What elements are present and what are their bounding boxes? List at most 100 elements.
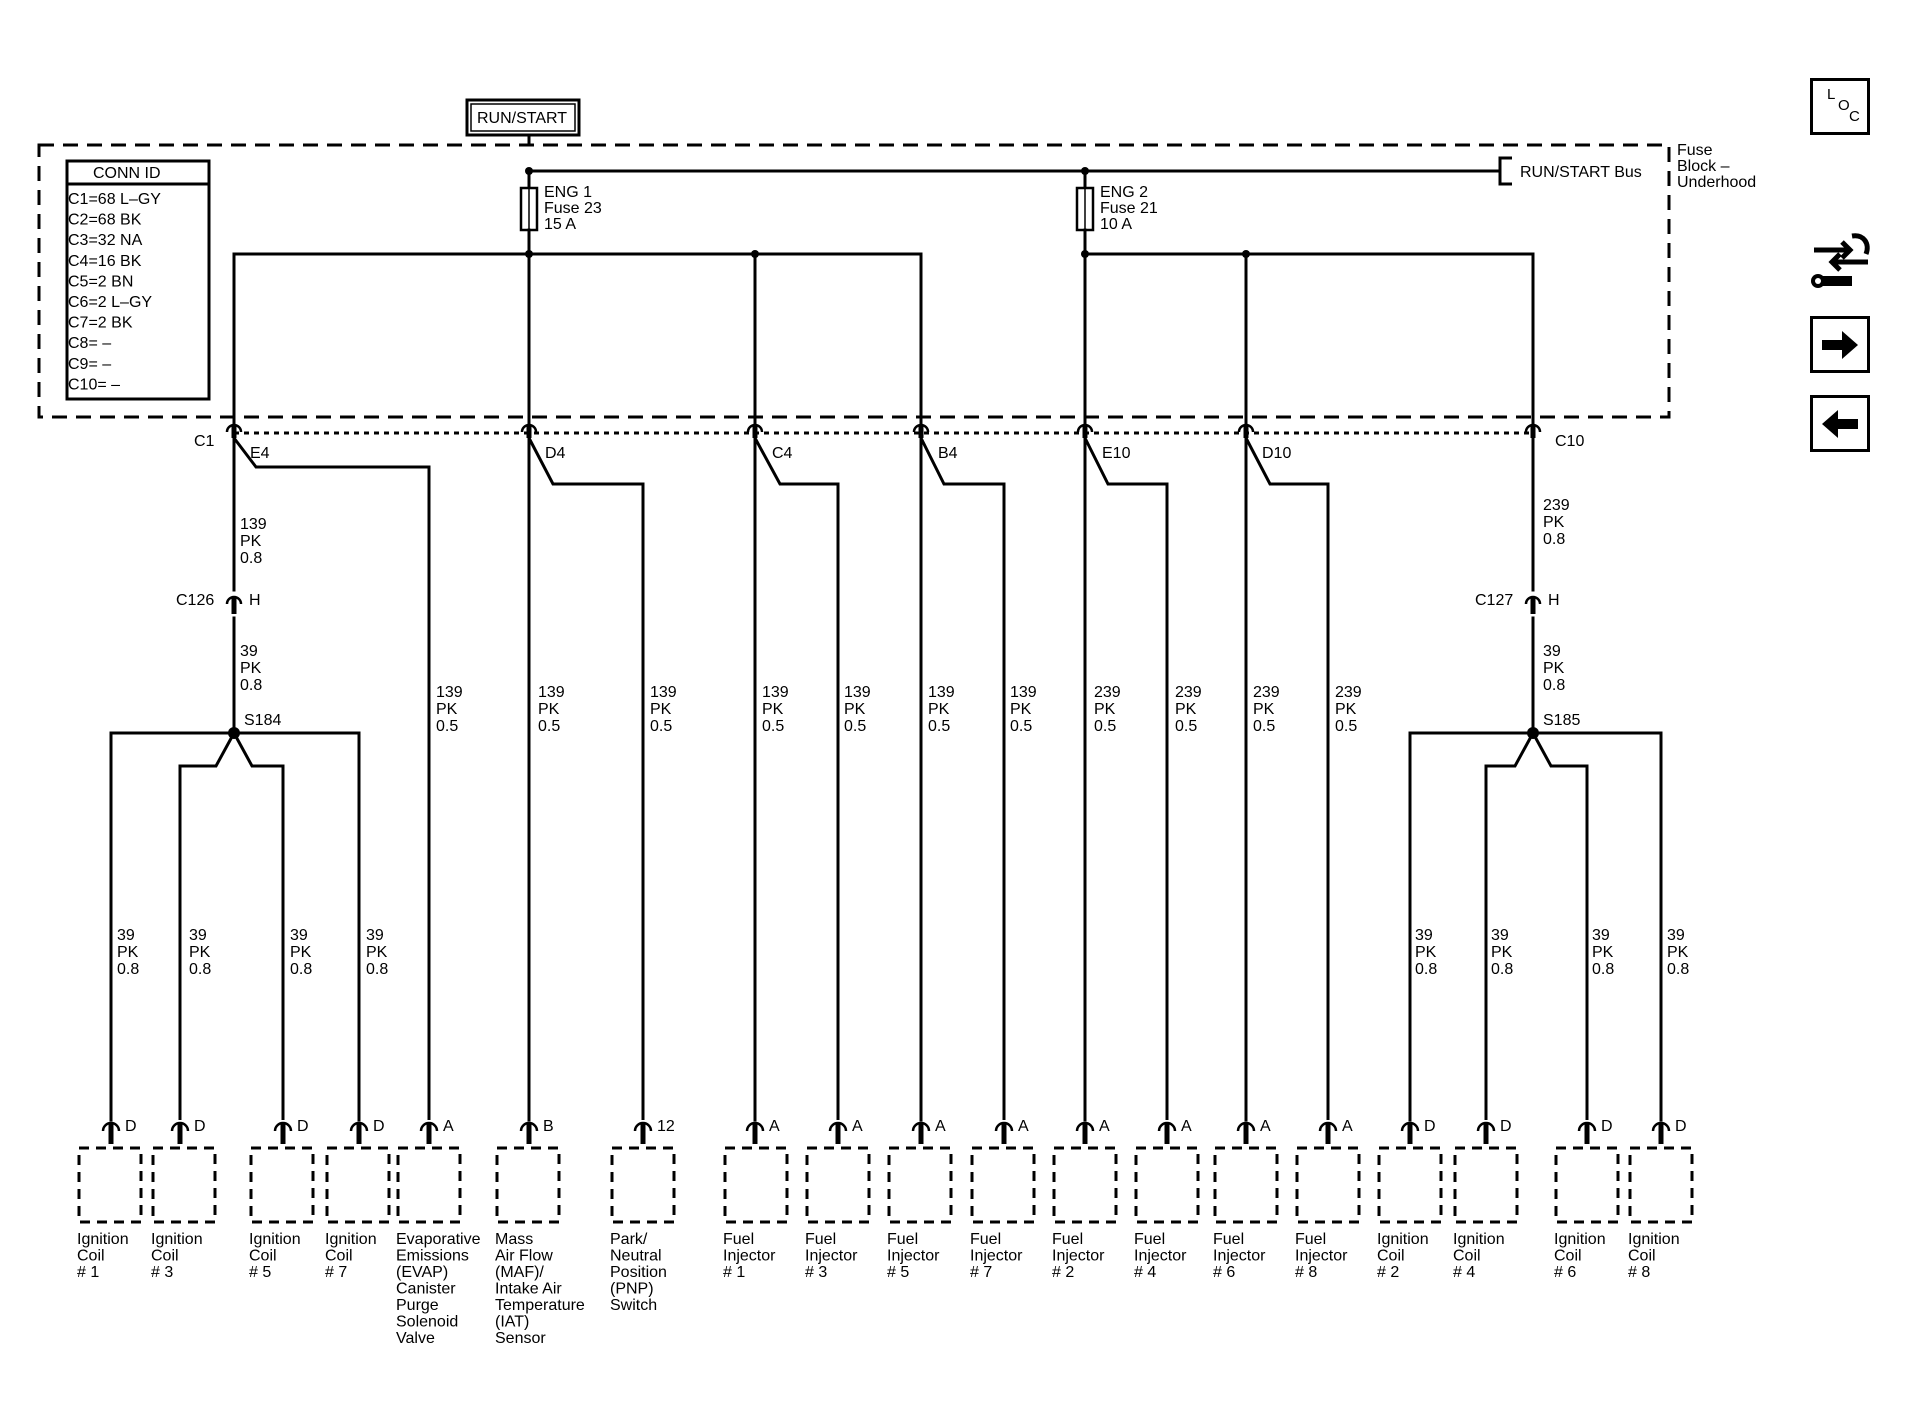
component-label: Valve: [396, 1330, 435, 1347]
component-box: [610, 1146, 676, 1224]
coil-wire: [178, 732, 236, 1120]
coil-wire: [1531, 732, 1589, 1120]
component-label: # 6: [1213, 1264, 1235, 1281]
coil-wire: [1484, 732, 1535, 1120]
conn-id-row: C2=68 BK: [68, 212, 142, 229]
component-label: Fuel: [723, 1231, 754, 1248]
component-label: # 5: [249, 1264, 271, 1281]
component-pin-label: A: [1342, 1118, 1353, 1135]
inline-connector-label: C126: [176, 592, 214, 609]
splice-label: S185: [1543, 712, 1580, 729]
component-label: Purge: [396, 1297, 439, 1314]
wire-gauge-label: PK: [650, 701, 672, 718]
connector-c10-label: C10: [1555, 433, 1584, 450]
wire-gauge-label: 0.5: [1175, 718, 1197, 735]
component-label: Ignition: [1628, 1231, 1680, 1248]
component-pin-label: A: [1181, 1118, 1192, 1135]
connector-c1-cavity-pin: [752, 425, 758, 438]
conn-id-row: C8= –: [68, 335, 111, 352]
wire-gauge-label: 39: [117, 927, 135, 944]
run-start-bus-label: RUN/START Bus: [1520, 164, 1642, 181]
wire-gauge-label: PK: [1543, 660, 1565, 677]
component-label: # 4: [1453, 1264, 1475, 1281]
wrench-arrows-icon: [1811, 233, 1870, 288]
loc-letter-c: C: [1849, 108, 1860, 125]
fuse-label: ENG 1: [544, 184, 592, 201]
component-pin-label: D: [297, 1118, 309, 1135]
component-label: (MAF)/: [495, 1264, 544, 1281]
wire-gauge-label: 0.8: [117, 961, 139, 978]
component-connector-pin: [526, 1122, 532, 1144]
wire-gauge-label: 139: [240, 516, 267, 533]
wire-gauge-label: PK: [1175, 701, 1197, 718]
wire-gauge-label: 0.5: [844, 718, 866, 735]
component-label: Ignition: [249, 1231, 301, 1248]
wire-gauge-label: PK: [1094, 701, 1116, 718]
connector-c1-cavity-pin: [231, 425, 237, 438]
component-label: Fuel: [805, 1231, 836, 1248]
component-connector-pin: [1325, 1122, 1331, 1144]
component-label: Emissions: [396, 1248, 469, 1265]
component-label: Park/: [610, 1231, 648, 1248]
conn-id-row: C10= –: [68, 376, 120, 393]
component-label: Evaporative: [396, 1231, 481, 1248]
location-button[interactable]: L O C: [1810, 78, 1870, 135]
component-label: Ignition: [77, 1231, 129, 1248]
next-button[interactable]: [1810, 316, 1870, 373]
component-box: [1052, 1146, 1118, 1224]
component-label: Fuel: [970, 1231, 1001, 1248]
component-label: (IAT): [495, 1314, 529, 1331]
conn-id-row: C7=2 BK: [68, 315, 133, 332]
component-box: [325, 1146, 391, 1224]
component-connector-pin: [1082, 1122, 1088, 1144]
component-label: Fuel: [1213, 1231, 1244, 1248]
component-label: Injector: [1134, 1248, 1187, 1265]
component-label: Coil: [249, 1248, 277, 1265]
wire-gauge-label: PK: [1335, 701, 1357, 718]
component-label: Injector: [1213, 1248, 1266, 1265]
component-label: # 7: [970, 1264, 992, 1281]
component-connector-pin: [835, 1122, 841, 1144]
wire-gauge-label: 39: [1543, 643, 1561, 660]
component-connector-pin: [356, 1122, 362, 1144]
component-box: [249, 1146, 315, 1224]
previous-button[interactable]: [1810, 395, 1870, 452]
wire-gauge-label: 39: [189, 927, 207, 944]
component-label: Fuel: [887, 1231, 918, 1248]
component-label: Temperature: [495, 1297, 585, 1314]
wire-gauge-label: 0.5: [1335, 718, 1357, 735]
wire-gauge-label: PK: [538, 701, 560, 718]
wire-gauge-label: 139: [538, 684, 565, 701]
component-label: Intake Air: [495, 1281, 562, 1298]
wire-gauge-label: 0.5: [1253, 718, 1275, 735]
service-button[interactable]: [1808, 228, 1874, 298]
connector-c1-cavity-pin: [1082, 425, 1088, 438]
component-label: # 5: [887, 1264, 909, 1281]
component-label: # 3: [151, 1264, 173, 1281]
component-connector-pin: [108, 1122, 114, 1144]
fuse-label: Fuse 21: [1100, 200, 1158, 217]
wire-gauge-label: 39: [1592, 927, 1610, 944]
component-label: Switch: [610, 1297, 657, 1314]
component-label: Air Flow: [495, 1248, 553, 1265]
component-label: # 1: [77, 1264, 99, 1281]
component-pin-label: D: [125, 1118, 137, 1135]
wire-gauge-label: 39: [1491, 927, 1509, 944]
arrow-left-icon: [1822, 409, 1858, 438]
wire-gauge-label: PK: [1667, 944, 1689, 961]
inline-connector-symbol: [225, 595, 243, 605]
wire-gauge-label: PK: [928, 701, 950, 718]
component-box: [1213, 1146, 1279, 1224]
wire-gauge-label: PK: [117, 944, 139, 961]
component-box: [1295, 1146, 1361, 1224]
wire-injector-8: [1244, 437, 1330, 1120]
run-start-label: RUN/START: [477, 110, 567, 127]
wire-gauge-label: 239: [1094, 684, 1121, 701]
wire-gauge-label: PK: [366, 944, 388, 961]
fuse-label: Fuse 23: [544, 200, 602, 217]
component-label: Coil: [1377, 1248, 1405, 1265]
run-start-box: [465, 98, 581, 137]
connector-c1-cavity-pin: [526, 425, 532, 438]
wire-gauge-label: 239: [1253, 684, 1280, 701]
component-box: [1377, 1146, 1443, 1224]
